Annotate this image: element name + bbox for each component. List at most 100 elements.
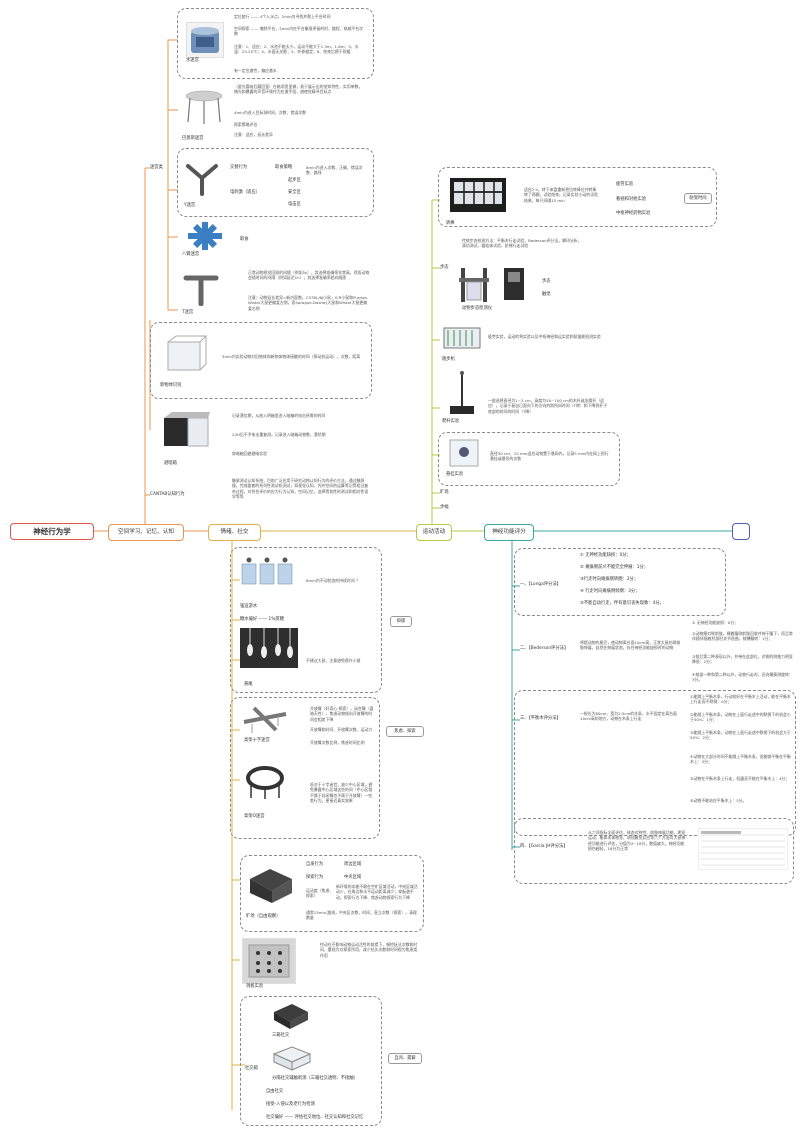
- depression-tag[interactable]: 抑郁: [390, 616, 412, 627]
- longa-item-2: ② 瘫痪侧前爪不能完全伸展：1分；: [580, 565, 649, 570]
- water-maze-caption: 水迷宫: [186, 58, 199, 63]
- bederson-item-1: ① 无神经功能缺损：0分；: [692, 620, 739, 625]
- elevated-plus-item-2: 开放臂和时间、开放臂次数、运动力: [310, 727, 373, 732]
- open-field-image: [246, 865, 296, 905]
- rotarod-item-cns: 中枢神经药物实验: [616, 211, 651, 216]
- open-field-center: 中央区域: [344, 875, 362, 880]
- treadmill-caption: 跑步机: [442, 357, 455, 362]
- stride-label: 步幅: [440, 505, 449, 510]
- bederson-label[interactable]: 二、【Bederson评分法】: [520, 646, 569, 651]
- novel-object-box: [150, 322, 372, 399]
- rotarod-item-fatigue: 疲劳实验: [616, 182, 634, 187]
- water-maze-box: [177, 8, 374, 79]
- elevated-zero-caption: 高架O迷宫: [244, 814, 265, 819]
- gait-image-2: [500, 264, 528, 304]
- hang-text: 直径30 cm、15 mm适应动物置于悬网内，记录5 min内在网上抓行悬挂或悬…: [490, 451, 609, 462]
- avoid-dark-image: [158, 410, 212, 452]
- water-maze-item-2: 空间探索 —— 撤除平台，2min内在平台象限停留的时、路程、穿越平台次数: [234, 26, 364, 37]
- depression-box: [230, 547, 382, 693]
- barnes-maze-item-3: 注意：适应，延长差异: [234, 132, 273, 137]
- y-maze-food: 取食策略: [275, 165, 293, 170]
- t-maze-caption: T迷宫: [182, 310, 194, 315]
- hang-caption: 悬挂实验: [446, 472, 464, 477]
- beam-item-4: ④动物在大部分时间不能跳上平衡木条，但能够平衡在平衡木上：3分；: [690, 754, 791, 765]
- y-maze-area-start: 起步区: [288, 178, 301, 183]
- longa-box: [514, 548, 726, 616]
- garcia-box: [514, 818, 794, 884]
- tail-suspension-text: 不建议大鼠，注意避免爬升小鼠: [306, 658, 361, 663]
- hub-motor[interactable]: 运动活动: [416, 524, 452, 541]
- social-box-label: 社交箱: [245, 1066, 258, 1071]
- open-field-periphery: 周边区域: [344, 862, 362, 867]
- garcia-label[interactable]: 四、【Garcia JH评分法】: [520, 844, 568, 849]
- longa-item-3: ③行走时向瘫痪侧转圈：2分；: [580, 577, 639, 582]
- longa-item-4: ④ 行走时向瘫痪侧倾倒：3分；: [580, 589, 640, 594]
- elevated-zero-text: 低对于十字迷宫，缺少中心区域，避免暴露中心区域这些的间（中心区相不属于封闭臂也不…: [310, 782, 373, 804]
- y-maze-metric: 8min内进入次数、正确、错误次数、路线: [306, 165, 363, 176]
- pole-climb-text: 一般选择直径为1~3 cm，高度为50~100 cm的木杆或金属杆（适应），记录…: [488, 398, 608, 414]
- t-maze-image: [182, 270, 220, 306]
- hole-board-caption: 洞板实验: [246, 984, 264, 989]
- hub-empty[interactable]: [732, 523, 750, 540]
- anxiety-tag[interactable]: 焦虑、探索: [386, 726, 424, 737]
- bederson-item-4: ④前部一种和第二种以外，动物行走时，还向瘫痪侧旋转：3分。: [692, 672, 793, 683]
- endurance-tag[interactable]: 耐受时间: [684, 193, 712, 204]
- cantab-text: 触屏测试认知系统，目前广泛应用于研究动物认知行为的评价方法，通过触屏操，完成整套…: [232, 478, 369, 500]
- hub-learning[interactable]: 空间学习、记忆、认知: [108, 524, 184, 541]
- open-field-box: [240, 855, 424, 932]
- cantab-label: CANTAB认知行为: [150, 492, 185, 497]
- sugar-water-text: 糖水偏好 —— 1%蔗糖: [240, 617, 284, 622]
- hole-board-text: 挖动在不影响动物运动活性的前提下，嗅挖抚法次数和时间，重视为对探索作用，减少钻头…: [320, 942, 418, 958]
- social-item-preference: 社交偏好 —— 评估社交地位、社交认知和社交记忆: [266, 1115, 364, 1120]
- open-field-spont: 自发行为: [306, 862, 324, 867]
- beam-item-6: ⑥动物不能站在平衡木上：5分。: [690, 798, 747, 803]
- treadmill-text: 疲劳实验，运动的将实验以及中枢神经和运实验和耐量能检测实验: [488, 334, 601, 339]
- garcia-text: 从六项指标全面评估，体态对称性、前肢伸展功能、爬笼运动、躯体本体感觉、胡须触觉反…: [588, 830, 686, 852]
- gait-image-1: [455, 264, 493, 304]
- beam-item-1: ①能跳上平衡木条，行动较好在平衡木上活动，能在平衡木上行走而不跌倒：0分；: [690, 694, 791, 705]
- gait-text: 传统步态检测方法：平衡木行走试验，Bederson评分法，脚印分析，滴坊测试，圆…: [462, 238, 582, 249]
- beam-item-2: ②能跳上平衡木条，动物在上面行走途中的跌倒下的机会小于50%：1分；: [690, 712, 791, 723]
- bederson-item-3: ③前后第二种表现以外，并带在此部位，对侧的侧推力明显降低：2分；: [692, 654, 793, 665]
- hub-neuro[interactable]: 神经功能评分: [484, 524, 534, 541]
- gait-item-touch: 触觉: [542, 292, 551, 297]
- open-field-motion: 运动度（焦虑、探索）: [306, 888, 334, 899]
- water-maze-image: [186, 22, 224, 58]
- longa-label[interactable]: 一、【Longa评分法】: [520, 582, 561, 587]
- t-maze-text-2: 注意：动物延长差异=新内容数，C57BL/6J小鼠，ICR小鼠和Purdue-W…: [248, 295, 369, 311]
- social-item-intruder: 接受-入侵以及老行为检测: [266, 1102, 315, 1107]
- hang-box: [438, 432, 620, 486]
- bederson-text: 将提动物的尾巴，使动物离台面10cm高，正常大鼠的两前肢伸展，自然在伸展状态，存…: [580, 640, 681, 651]
- pole-climb-image: [442, 370, 482, 416]
- forced-swim-text: 6min内不动状态的持续时间 ？: [306, 578, 360, 583]
- treadmill-image: [442, 322, 482, 354]
- avoid-dark-item-1: 记录潜伏期，从放入明箱里进入暗箱的电击所需的时间: [232, 413, 326, 418]
- bederson-item-2: ②动物瘫对侧前肢，裸着腹侧前肢回收并伸于腹下，而且常伴随伴随着肘部肘关节屈曲，前…: [692, 631, 793, 642]
- avoid-dark-item-2: 24H后不予电击重复测，记录进入暗箱动物数，潜伏期: [232, 432, 326, 437]
- autism-tag[interactable]: 自闭、孤僻: [388, 1053, 422, 1064]
- garcia-table-image: [698, 828, 788, 870]
- beam-item-3: ③能跳上平衡木条，动物在上面行走途中跌倒下的机会大于50%：2分；: [690, 730, 791, 741]
- social-box: [240, 996, 382, 1126]
- forced-swim-image: [240, 556, 296, 586]
- gait-label: 步态: [440, 265, 449, 270]
- novel-object-caption: 新物体识别: [160, 383, 182, 388]
- three-chamber-image: [272, 1000, 310, 1030]
- beam-label[interactable]: 三、【平衡木评分法】: [520, 716, 561, 721]
- barnes-maze-text: （虚光喜暗后藏回笼）在暗洞里里做，易于展示出的觉知特性，实用单数，偶光和暴露的声…: [234, 84, 363, 95]
- rotarod-image: [446, 172, 510, 216]
- rotarod-box: [438, 167, 717, 227]
- rotarod-caption: 转棒: [446, 221, 455, 226]
- elevated-plus-caption: 高架十字迷宫: [244, 738, 270, 743]
- water-maze-item-4: 有一定应激性，偏应激水: [234, 68, 277, 73]
- water-maze-item-3: 注意：1、适应；2、水池不能太小，运动不能大于1.3m，1.6m；3、水温：23…: [234, 44, 359, 55]
- novel-object-image: [160, 332, 208, 376]
- tail-suspension-caption: 悬尾: [244, 682, 253, 687]
- anxiety-box: [230, 697, 380, 839]
- root-node[interactable]: 神经行为学: [10, 523, 94, 540]
- longa-item-5: ⑤不能自动行走，伴有意识丧失现象：4分。: [580, 601, 664, 606]
- beam-box: [514, 690, 796, 836]
- hub-emotion[interactable]: 情绪、社交: [208, 524, 261, 541]
- elevated-plus-image: [240, 704, 290, 734]
- barnes-maze-caption: 巴恩斯迷宫: [182, 136, 204, 141]
